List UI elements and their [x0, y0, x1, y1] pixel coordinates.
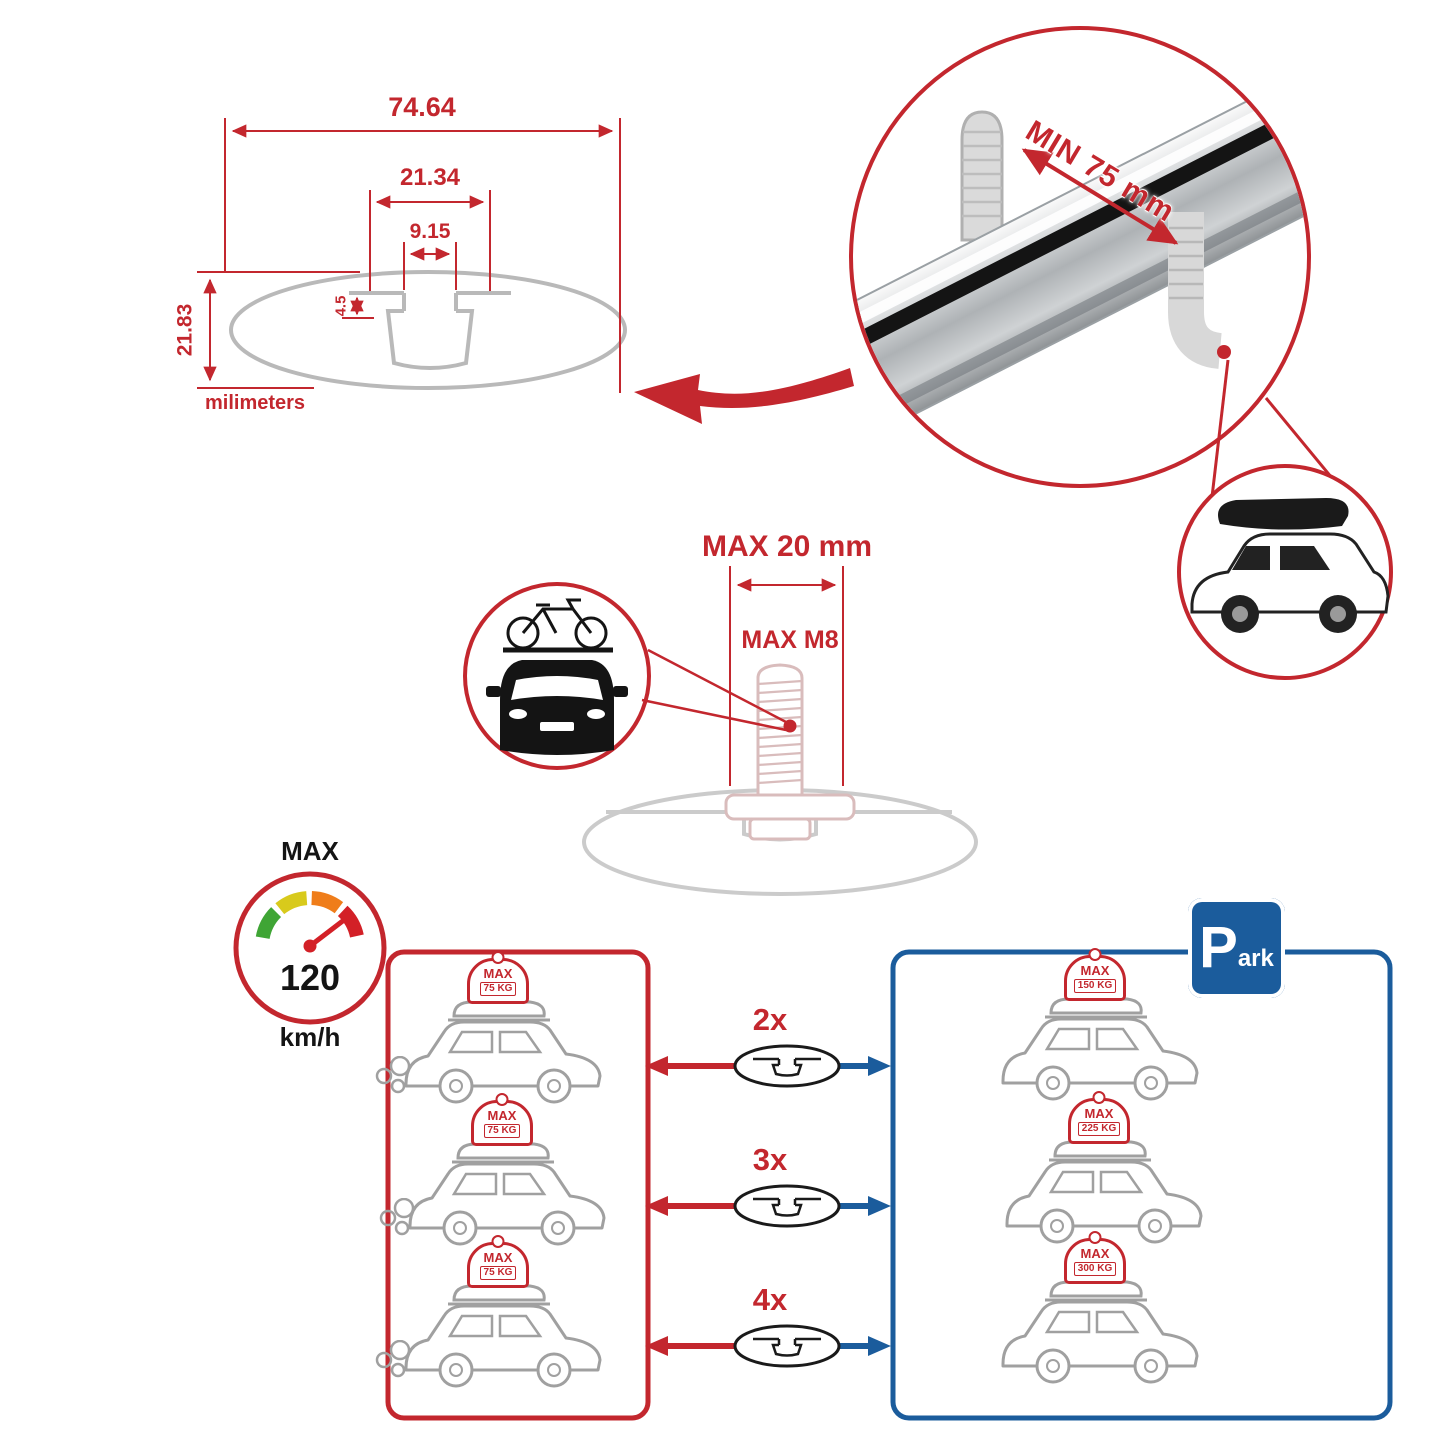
car-front-with-bike-icon [486, 598, 628, 755]
load-badge-max: MAX [1084, 1105, 1114, 1121]
crossbar-detail-circle [849, 26, 1311, 488]
crossbar-profile-icon [733, 1324, 841, 1368]
park-sign-suffix: ark [1237, 945, 1274, 972]
park-sign: P ark [1188, 898, 1285, 998]
bar-count-row-4x [645, 1324, 891, 1368]
dim-total-width-label: 74.64 [388, 92, 456, 122]
load-badge-weight: 150 KG [1073, 978, 1117, 993]
load-badge-max: MAX [1080, 962, 1110, 978]
load-badge-weight: 300 KG [1073, 1261, 1117, 1276]
bar-count-row-3x [645, 1184, 891, 1228]
bar-count-row-2x [645, 1044, 891, 1088]
suv-with-roofbox-icon [1190, 498, 1390, 633]
vehicle-callout [1177, 359, 1393, 680]
speed-value: 120 [279, 957, 341, 998]
load-badge: MAX 225 KG [1068, 1098, 1130, 1144]
load-badge-weight: 75 KG [479, 1265, 517, 1280]
load-badge-max: MAX [483, 1249, 513, 1265]
park-sign-letter: P [1199, 915, 1238, 980]
callout-swoosh-arrow [634, 368, 854, 424]
speedometer-icon [233, 871, 387, 1025]
crossbar-profile-outline [229, 270, 627, 390]
speed-unit-label: km/h [279, 1022, 341, 1052]
load-badge-weight: 75 KG [483, 1123, 521, 1138]
crossbar-channel-profile [349, 291, 511, 370]
bolt-diagram [582, 566, 978, 896]
bike-car-callout [463, 582, 651, 770]
max-head-width-label: MAX 20 mm [701, 530, 873, 563]
bar-count-label-4x: 4x [752, 1282, 788, 1317]
load-badge-max: MAX [483, 965, 513, 981]
bolt-callout-dot [783, 719, 797, 733]
load-badge-max: MAX [1080, 1245, 1110, 1261]
load-badge: MAX 75 KG [467, 958, 529, 1004]
load-badge-weight: 75 KG [479, 981, 517, 996]
min-span-arrow [1021, 148, 1179, 245]
clamp-rear-icon [960, 110, 1004, 242]
profile-dimension-diagram [197, 118, 627, 393]
load-badge: MAX 300 KG [1064, 1238, 1126, 1284]
dimension-extension-lines [197, 118, 621, 393]
load-badge: MAX 75 KG [471, 1100, 533, 1146]
dim-total-height-label: 21.83 [173, 303, 197, 357]
bar-count-rows [645, 1044, 891, 1368]
dim-channel-outer-label: 21.34 [399, 164, 461, 191]
bar-count-label-3x: 3x [752, 1142, 788, 1177]
speedometer-needle [307, 917, 347, 949]
clamp-callout-dot [1217, 345, 1231, 359]
bolt-dimension-lines [641, 566, 844, 786]
load-badge: MAX 75 KG [467, 1242, 529, 1288]
load-badge-max: MAX [487, 1107, 517, 1123]
dim-lip-depth-label: 4.5 [332, 295, 350, 317]
units-label: milimeters [205, 392, 306, 414]
bar-count-label-2x: 2x [752, 1002, 788, 1037]
dim-channel-inner-label: 9.15 [409, 220, 451, 243]
mounting-bolt-icon [724, 663, 856, 841]
speed-max-label: MAX [281, 836, 339, 866]
crossbar-profile-icon [733, 1184, 841, 1228]
max-thread-label: MAX M8 [741, 626, 839, 654]
load-badge: MAX 150 KG [1064, 955, 1126, 1001]
crossbar-profile-icon [733, 1044, 841, 1088]
clamp-front-icon [1168, 212, 1223, 369]
load-badge-weight: 225 KG [1077, 1121, 1121, 1136]
